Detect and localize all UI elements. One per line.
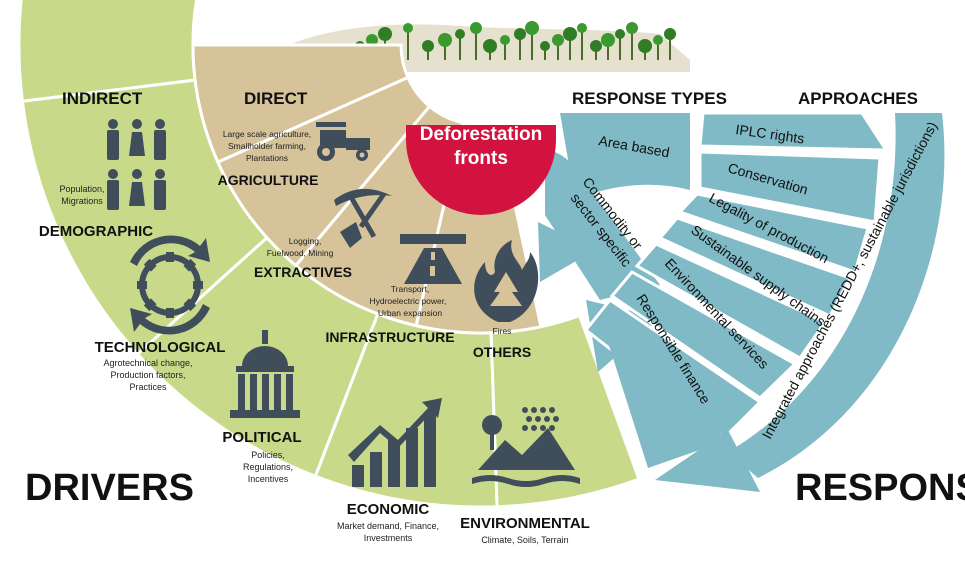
demographic-detail-1: Population, — [59, 184, 104, 194]
approach-band-1 — [698, 150, 882, 224]
infrastructure-detail-1: Transport, — [391, 284, 429, 294]
center-title-line1: Deforestation — [420, 124, 542, 145]
environmental-detail-1: Climate, Soils, Terrain — [481, 535, 568, 545]
people-icon — [107, 119, 166, 210]
approach-band-3 — [657, 216, 853, 318]
environmental-title: ENVIRONMENTAL — [460, 515, 590, 532]
infrastructure-title: INFRASTRUCTURE — [325, 329, 454, 345]
header-response-types: RESPONSE TYPES — [572, 89, 727, 108]
approach-band-integrated — [728, 113, 945, 478]
approach-band-5 — [609, 270, 798, 400]
approach-band-4 — [634, 242, 828, 360]
sector-environmental: ENVIRONMENTAL Climate, Soils, Terrain — [460, 515, 590, 545]
political-detail-3: Incentives — [248, 474, 289, 484]
sector-agriculture: Large scale agriculture, Smallholder far… — [218, 129, 319, 188]
responses-label: RESPONSES — [795, 467, 965, 509]
center-title-line2: fronts — [454, 148, 508, 169]
economic-detail-1: Market demand, Finance, — [337, 521, 439, 531]
approach-band-0 — [698, 111, 889, 152]
technological-detail-1: Agrotechnical change, — [103, 358, 192, 368]
infrastructure-detail-3: Urban expansion — [378, 308, 443, 318]
sector-economic: ECONOMIC Market demand, Finance, Investm… — [337, 501, 439, 543]
approach-arrow-integrated — [655, 430, 760, 492]
response-band-commodity — [545, 150, 660, 300]
technological-detail-3: Practices — [129, 382, 167, 392]
header-approaches: APPROACHES — [798, 89, 918, 108]
demographic-detail-2: Migrations — [61, 196, 103, 206]
sector-bg-extractives — [215, 75, 432, 268]
economic-title: ECONOMIC — [347, 501, 430, 518]
sector-technological: TECHNOLOGICAL Agrotechnical change, Prod… — [95, 339, 226, 392]
extractives-detail-1: Logging, — [289, 236, 322, 246]
landscape-rain-icon — [472, 407, 580, 487]
demographic-title: DEMOGRAPHIC — [39, 223, 153, 240]
extractives-detail-2: Fuelwood, Mining — [267, 248, 334, 258]
forest-fire-icon — [474, 240, 539, 322]
agriculture-detail-1: Large scale agriculture, — [223, 129, 311, 139]
infrastructure-detail-2: Hydroelectric power, — [369, 296, 446, 306]
others-detail-1: Fires — [493, 326, 512, 336]
header-direct: DIRECT — [244, 89, 308, 108]
sector-bg-agriculture — [191, 43, 410, 165]
approach-arrow-finance — [606, 336, 728, 468]
sector-demographic: Population, Migrations DEMOGRAPHIC — [39, 184, 153, 240]
header-indirect: INDIRECT — [62, 89, 143, 108]
government-building-icon — [230, 330, 300, 418]
political-detail-1: Policies, — [251, 450, 285, 460]
technological-detail-2: Production factors, — [110, 370, 185, 380]
approach-band-2 — [677, 192, 870, 274]
sector-others: Fires OTHERS — [473, 326, 531, 360]
political-detail-2: Regulations, — [243, 462, 293, 472]
sector-extractives: Logging, Fuelwood, Mining EXTRACTIVES — [254, 236, 352, 280]
technological-title: TECHNOLOGICAL — [95, 339, 226, 356]
sector-infrastructure: Transport, Hydroelectric power, Urban ex… — [325, 284, 454, 345]
extractives-title: EXTRACTIVES — [254, 264, 352, 280]
response-band-area-based — [560, 113, 690, 200]
sector-bg-demographic — [17, 0, 199, 103]
road-icon — [400, 234, 466, 284]
sector-political: POLITICAL Policies, Regulations, Incenti… — [222, 429, 301, 484]
deforestation-fronts-circle: Deforestation fronts — [406, 124, 556, 215]
pickaxe-shovel-icon — [334, 188, 392, 248]
agriculture-detail-3: Plantations — [246, 153, 288, 163]
agriculture-detail-2: Smallholder farming, — [228, 141, 306, 151]
drivers-label: DRIVERS — [25, 467, 194, 509]
agriculture-title: AGRICULTURE — [218, 172, 319, 188]
response-arrow-area-based — [538, 222, 595, 282]
others-title: OTHERS — [473, 344, 531, 360]
growth-chart-icon — [348, 398, 442, 487]
gear-cycle-icon — [130, 235, 210, 335]
tractor-icon — [316, 122, 370, 161]
economic-detail-2: Investments — [364, 533, 413, 543]
political-title: POLITICAL — [222, 429, 301, 446]
